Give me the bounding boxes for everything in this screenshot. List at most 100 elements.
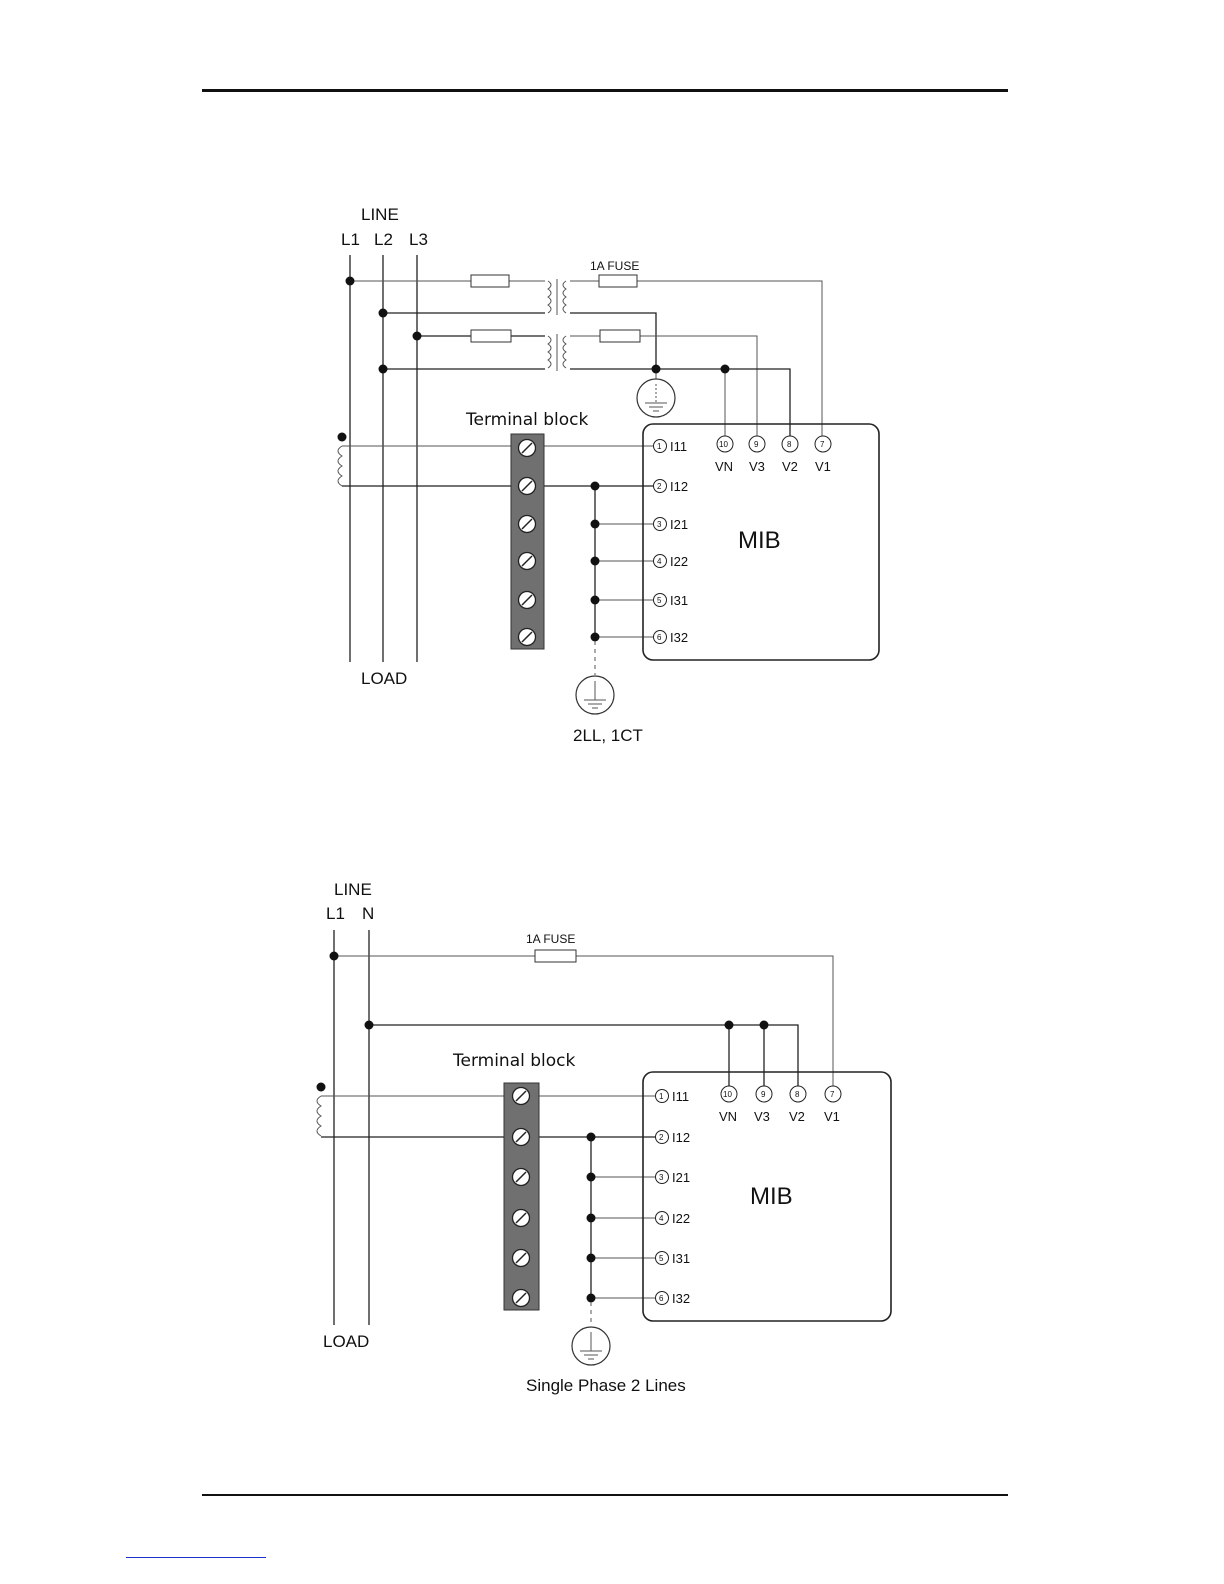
svg-text:5: 5 — [657, 596, 662, 605]
current-terminal-5: 5 I31 — [656, 1251, 691, 1266]
terminal-block-label: Terminal block — [452, 1051, 576, 1071]
current-terminal-1: 1 I11 — [654, 439, 688, 454]
svg-text:7: 7 — [830, 1090, 835, 1099]
svg-text:10: 10 — [723, 1090, 732, 1099]
current-terminal-4: 4 I22 — [654, 554, 689, 569]
svg-text:I31: I31 — [670, 593, 688, 608]
load-label: LOAD — [361, 669, 407, 688]
svg-text:I11: I11 — [672, 1089, 689, 1104]
svg-text:2: 2 — [657, 482, 662, 491]
svg-text:I12: I12 — [670, 479, 688, 494]
pt1-primary-coil — [548, 281, 551, 313]
diagram-caption: Single Phase 2 Lines — [526, 1376, 686, 1395]
current-terminal-5: 5 I31 — [654, 593, 689, 608]
phase-label-l3: L3 — [409, 230, 428, 249]
header-rule — [202, 89, 1008, 92]
ct-polarity-dot — [317, 1083, 326, 1092]
svg-text:7: 7 — [820, 440, 825, 449]
fuse-label: 1A FUSE — [526, 932, 575, 946]
phase-label-l1: L1 — [326, 904, 345, 923]
voltage-terminal-v3: 9V3 — [749, 436, 765, 474]
phase-label-l2: L2 — [374, 230, 393, 249]
svg-text:I31: I31 — [672, 1251, 690, 1266]
pt2-primary-coil — [548, 336, 551, 368]
svg-text:6: 6 — [657, 633, 662, 642]
current-terminal-2: 2 I12 — [656, 1130, 691, 1145]
svg-text:I21: I21 — [670, 517, 688, 532]
pt1-secondary-coil — [563, 281, 566, 313]
primary-fuse-2 — [471, 330, 511, 342]
pt2-secondary-coil — [563, 336, 566, 368]
line-label: LINE — [361, 205, 399, 224]
svg-text:I32: I32 — [672, 1291, 690, 1306]
current-terminal-1: 1 I11 — [656, 1089, 690, 1104]
ct-polarity-dot — [338, 433, 347, 442]
svg-text:1: 1 — [659, 1092, 664, 1101]
svg-text:V2: V2 — [789, 1109, 805, 1124]
current-terminal-3: 3 I21 — [654, 517, 689, 532]
svg-text:6: 6 — [659, 1294, 664, 1303]
wiring-diagram-single-phase: LINE L1 N 1A FUSE Terminal block — [0, 865, 1224, 1410]
ct-coil-icon — [317, 1096, 321, 1136]
mib-label: MIB — [750, 1183, 793, 1210]
voltage-terminal-v2: 8V2 — [782, 436, 798, 474]
svg-text:8: 8 — [787, 440, 792, 449]
svg-text:I22: I22 — [672, 1211, 690, 1226]
diagram-caption: 2LL, 1CT — [573, 726, 643, 745]
ct-coil-icon — [338, 446, 342, 486]
current-terminal-6: 6 I32 — [654, 630, 689, 645]
v1-wire — [570, 281, 822, 436]
svg-text:1: 1 — [657, 442, 662, 451]
svg-text:2: 2 — [659, 1133, 664, 1142]
current-terminal-3: 3 I21 — [656, 1170, 691, 1185]
footer-link-underline[interactable] — [126, 1557, 266, 1558]
svg-text:V3: V3 — [749, 459, 765, 474]
svg-text:4: 4 — [657, 557, 662, 566]
primary-fuse-1 — [471, 275, 509, 287]
svg-text:V2: V2 — [782, 459, 798, 474]
voltage-terminal-v1: 7V1 — [824, 1086, 841, 1124]
neutral-bus — [369, 1025, 798, 1086]
svg-text:VN: VN — [719, 1109, 737, 1124]
svg-text:9: 9 — [761, 1090, 766, 1099]
terminal-block-label: Terminal block — [465, 410, 589, 430]
voltage-terminal-v2: 8V2 — [789, 1086, 806, 1124]
svg-text:3: 3 — [659, 1173, 664, 1182]
fuse-label: 1A FUSE — [590, 259, 639, 273]
fuse — [535, 950, 576, 962]
svg-text:8: 8 — [795, 1090, 800, 1099]
svg-text:V3: V3 — [754, 1109, 770, 1124]
svg-text:I22: I22 — [670, 554, 688, 569]
svg-text:10: 10 — [719, 440, 728, 449]
svg-text:V1: V1 — [824, 1109, 840, 1124]
phase-label-l1: L1 — [341, 230, 360, 249]
svg-text:V1: V1 — [815, 459, 831, 474]
svg-text:9: 9 — [754, 440, 759, 449]
load-label: LOAD — [323, 1332, 369, 1351]
secondary-fuse-2 — [600, 330, 640, 342]
voltage-terminal-v3: 9V3 — [754, 1086, 772, 1124]
current-terminal-6: 6 I32 — [656, 1291, 691, 1306]
current-terminal-2: 2 I12 — [654, 479, 689, 494]
svg-text:I21: I21 — [672, 1170, 690, 1185]
svg-text:5: 5 — [659, 1254, 664, 1263]
phase-label-n: N — [362, 904, 374, 923]
terminal-block — [511, 434, 544, 649]
current-terminal-4: 4 I22 — [656, 1211, 691, 1226]
mib-label: MIB — [738, 527, 781, 554]
svg-text:I12: I12 — [672, 1130, 690, 1145]
svg-text:4: 4 — [659, 1214, 664, 1223]
secondary-fuse-1 — [599, 275, 637, 287]
terminal-block — [504, 1083, 539, 1310]
svg-text:VN: VN — [715, 459, 733, 474]
svg-text:I11: I11 — [670, 439, 687, 454]
footer-rule — [202, 1494, 1008, 1496]
v1-wire — [334, 956, 833, 1086]
voltage-terminal-v1: 7V1 — [815, 436, 831, 474]
svg-text:3: 3 — [657, 520, 662, 529]
line-label: LINE — [334, 880, 372, 899]
wiring-diagram-2ll-1ct: LINE L1 L2 L3 1A FUSE Terminal block — [0, 190, 1224, 760]
svg-text:I32: I32 — [670, 630, 688, 645]
